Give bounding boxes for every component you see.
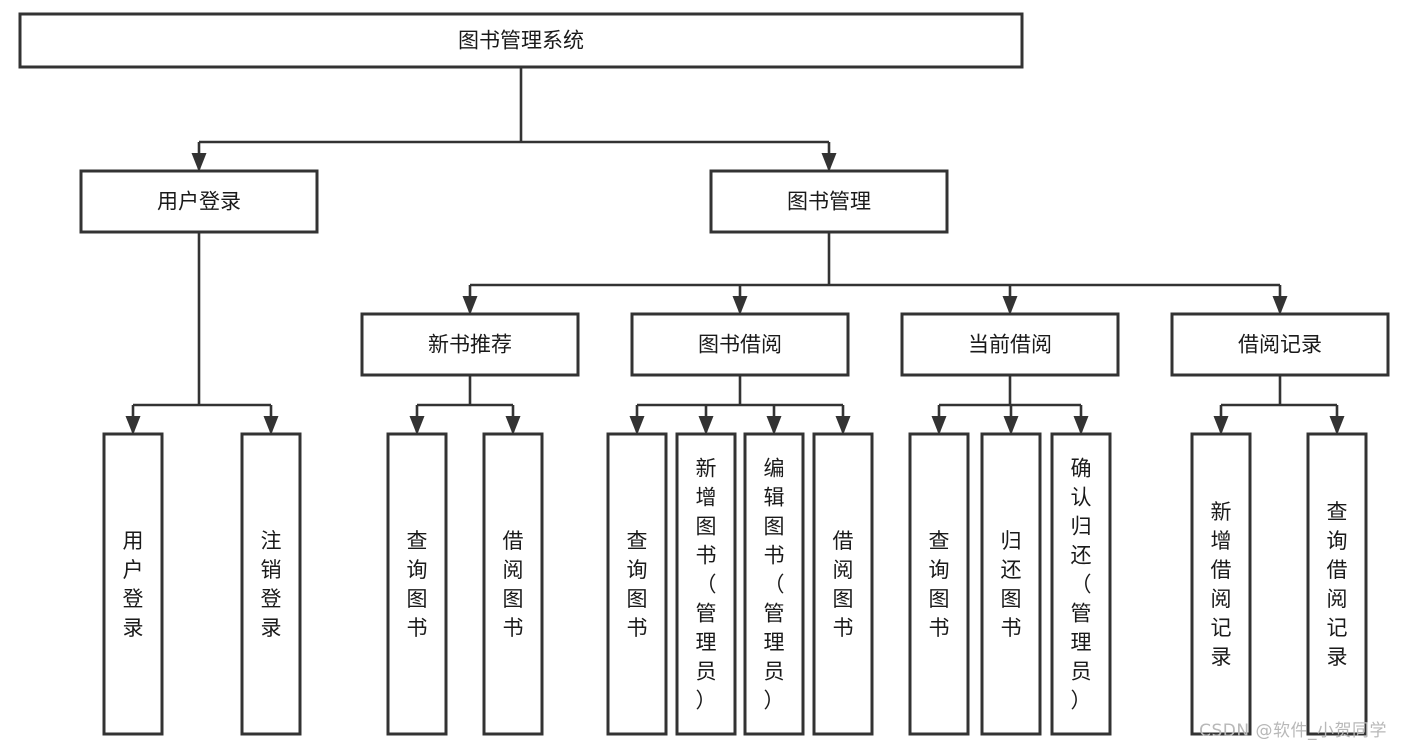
node-box bbox=[1050, 432, 1112, 736]
arrow-head-icon bbox=[732, 296, 748, 315]
node-book-borrow[interactable]: 图书借阅 bbox=[630, 312, 850, 377]
arrow-head-icon bbox=[462, 296, 478, 315]
node-label: 借阅图书 bbox=[833, 529, 854, 640]
arrow-head-icon bbox=[1002, 296, 1018, 315]
node-box bbox=[1170, 312, 1390, 377]
node-label: 图书管理系统 bbox=[458, 29, 584, 53]
node-label: 查询图书 bbox=[407, 529, 428, 640]
node-book-management[interactable]: 图书管理 bbox=[709, 169, 949, 234]
node-box bbox=[908, 432, 970, 736]
node-box bbox=[482, 432, 544, 736]
node-label: 借阅图书 bbox=[503, 529, 524, 640]
node-user-login[interactable]: 用户登录 bbox=[79, 169, 319, 234]
node-box bbox=[79, 169, 319, 234]
node-label: 用户登录 bbox=[123, 529, 144, 640]
node-box bbox=[240, 432, 302, 736]
node-box bbox=[18, 12, 1024, 69]
arrow-head-icon bbox=[931, 416, 947, 435]
node-label: 当前借阅 bbox=[968, 333, 1052, 357]
arrow-head-icon bbox=[263, 416, 279, 435]
node-box bbox=[1190, 432, 1252, 736]
node-label: 查询图书 bbox=[929, 529, 950, 640]
node-box bbox=[675, 432, 737, 736]
node-label: 新增图书（管理员） bbox=[696, 457, 717, 713]
node-label: 查询借阅记录 bbox=[1327, 500, 1348, 669]
node-leaf-confirm-return[interactable]: 确认归还（管理员） bbox=[1050, 432, 1112, 736]
arrow-head-icon bbox=[125, 416, 141, 435]
node-new-book-recommend[interactable]: 新书推荐 bbox=[360, 312, 580, 377]
arrow-head-icon bbox=[1073, 416, 1089, 435]
node-box bbox=[386, 432, 448, 736]
node-leaf-borrow-book-recommend[interactable]: 借阅图书 bbox=[482, 432, 544, 736]
node-box bbox=[743, 432, 805, 736]
node-label: 归还图书 bbox=[1001, 529, 1022, 640]
node-leaf-edit-book[interactable]: 编辑图书（管理员） bbox=[743, 432, 805, 736]
node-label: 查询图书 bbox=[627, 529, 648, 640]
arrow-head-icon bbox=[835, 416, 851, 435]
node-label: 用户登录 bbox=[157, 190, 241, 214]
node-root[interactable]: 图书管理系统 bbox=[18, 12, 1024, 69]
watermark-text: CSDN @软件_小贺同学 bbox=[1199, 721, 1387, 741]
node-leaf-borrow-book[interactable]: 借阅图书 bbox=[812, 432, 874, 736]
arrow-head-icon bbox=[698, 416, 714, 435]
node-leaf-query-book-borrow[interactable]: 查询图书 bbox=[606, 432, 668, 736]
node-leaf-query-borrow-record[interactable]: 查询借阅记录 bbox=[1306, 432, 1368, 736]
arrow-head-icon bbox=[1213, 416, 1229, 435]
node-box bbox=[360, 312, 580, 377]
node-leaf-return-book[interactable]: 归还图书 bbox=[980, 432, 1042, 736]
node-box bbox=[1306, 432, 1368, 736]
node-current-borrow[interactable]: 当前借阅 bbox=[900, 312, 1120, 377]
arrow-head-icon bbox=[629, 416, 645, 435]
node-borrow-records[interactable]: 借阅记录 bbox=[1170, 312, 1390, 377]
node-label: 新增借阅记录 bbox=[1211, 500, 1232, 669]
node-label: 新书推荐 bbox=[428, 333, 512, 357]
node-box bbox=[606, 432, 668, 736]
node-label: 借阅记录 bbox=[1238, 333, 1322, 357]
node-label: 注销登录 bbox=[261, 529, 282, 640]
node-box bbox=[630, 312, 850, 377]
arrow-head-icon bbox=[505, 416, 521, 435]
node-leaf-add-borrow-record[interactable]: 新增借阅记录 bbox=[1190, 432, 1252, 736]
node-box bbox=[980, 432, 1042, 736]
connector-layer bbox=[125, 67, 1345, 435]
node-box bbox=[900, 312, 1120, 377]
node-label: 确认归还（管理员） bbox=[1071, 457, 1092, 713]
node-layer: 图书管理系统用户登录图书管理新书推荐图书借阅当前借阅借阅记录用户登录注销登录查询… bbox=[18, 12, 1390, 736]
arrow-head-icon bbox=[821, 153, 837, 172]
node-box bbox=[812, 432, 874, 736]
node-leaf-logout[interactable]: 注销登录 bbox=[240, 432, 302, 736]
arrow-head-icon bbox=[1329, 416, 1345, 435]
arrow-head-icon bbox=[1272, 296, 1288, 315]
arrow-head-icon bbox=[409, 416, 425, 435]
node-leaf-user-login[interactable]: 用户登录 bbox=[102, 432, 164, 736]
node-leaf-query-book-recommend[interactable]: 查询图书 bbox=[386, 432, 448, 736]
node-box bbox=[709, 169, 949, 234]
node-leaf-query-book-current[interactable]: 查询图书 bbox=[908, 432, 970, 736]
node-label: 图书管理 bbox=[787, 190, 871, 214]
arrow-head-icon bbox=[766, 416, 782, 435]
node-label: 编辑图书（管理员） bbox=[764, 457, 785, 713]
arrow-head-icon bbox=[1003, 416, 1019, 435]
node-leaf-add-book[interactable]: 新增图书（管理员） bbox=[675, 432, 737, 736]
node-label: 图书借阅 bbox=[698, 333, 782, 357]
arrow-head-icon bbox=[191, 153, 207, 172]
node-box bbox=[102, 432, 164, 736]
